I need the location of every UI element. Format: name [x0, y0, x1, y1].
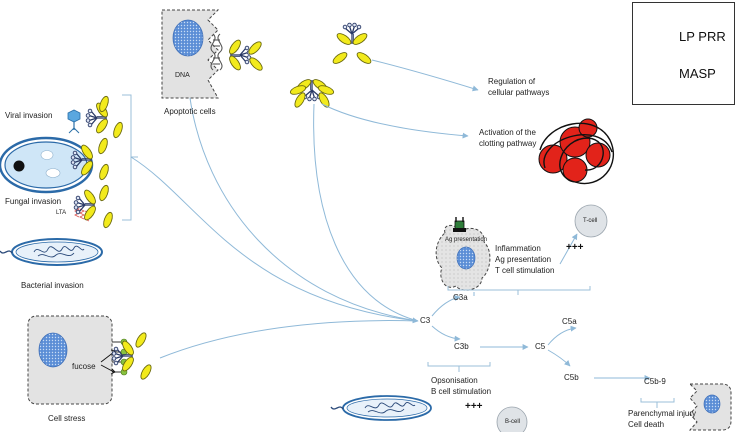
- c5-label: C5: [535, 342, 546, 351]
- c3b-bracket: [427, 362, 491, 372]
- inflammation-label-1: Inflammation: [495, 244, 541, 253]
- pathogen-bracket: [122, 94, 138, 221]
- stressed-cell: [27, 315, 113, 405]
- c3a-label: C3a: [453, 293, 468, 302]
- lp-complex-top: [335, 23, 368, 46]
- c5a-label: C5a: [562, 317, 577, 326]
- t-cell: [574, 204, 608, 238]
- lp-complex-apoptotic: [227, 38, 250, 71]
- opsonisation-label-1: Opsonisation: [431, 376, 478, 385]
- antigen-presenting-cell: [435, 217, 491, 291]
- regulation-label-2: cellular pathways: [488, 88, 550, 97]
- lp-complex-stress: [112, 339, 135, 372]
- apoptotic-cells-label: Apoptotic cells: [164, 107, 216, 116]
- pathway-arrows: [130, 59, 651, 381]
- apoptotic-cell: [161, 9, 220, 99]
- bacterium-bottom-icon: [330, 395, 432, 421]
- inflammation-bracket: [447, 286, 591, 295]
- ag-presentation-cell-label: Ag presentation: [445, 237, 488, 243]
- injury-label-1: Parenchymal injury: [628, 409, 697, 418]
- dying-cell: [688, 383, 732, 431]
- t-cell-plus: +++: [566, 242, 584, 253]
- regulation-label-1: Regulation of: [488, 77, 536, 86]
- fucose-label: fucose: [72, 362, 96, 371]
- lta-label: LTA: [56, 210, 67, 216]
- fungal-invasion-label: Fungal invasion: [5, 197, 62, 206]
- t-cell-label: T-cell: [583, 218, 598, 224]
- viral-invasion-label: Viral invasion: [5, 111, 53, 120]
- masp-extra-bacterial: [97, 183, 115, 230]
- c3b-label: C3b: [454, 342, 469, 351]
- legend-prr-label: LP PRR: [679, 29, 726, 44]
- c3-label: C3: [420, 316, 431, 325]
- bacterial-invasion-label: Bacterial invasion: [21, 281, 84, 290]
- inflammation-label-2: Ag presentation: [495, 255, 552, 264]
- masp-extra-top: [330, 50, 374, 66]
- blood-clot-icon: [538, 118, 615, 185]
- masp-extra-viral: [97, 94, 125, 140]
- c5b9-label: C5b-9: [644, 377, 666, 386]
- dna-helix-icon: [210, 33, 223, 71]
- b-cell: [496, 406, 528, 432]
- dna-label: DNA: [175, 72, 190, 79]
- clotting-label-2: clotting pathway: [479, 139, 537, 148]
- injury-label-2: Cell death: [628, 420, 665, 429]
- b-cell-label: B-cell: [505, 419, 521, 425]
- virus-icon: [67, 109, 81, 134]
- opsonisation-label-2: B cell stimulation: [431, 387, 492, 396]
- clotting-label-1: Activation of the: [479, 128, 536, 137]
- legend-box: [632, 2, 735, 105]
- c5b9-bracket: [640, 398, 675, 408]
- cell-stress-label: Cell stress: [48, 414, 86, 423]
- legend-masp-label: MASP: [679, 66, 716, 81]
- masp-extra-fungal: [96, 136, 111, 182]
- masp-extra-stress: [133, 330, 154, 382]
- c5b-label: C5b: [564, 373, 579, 382]
- bacterium-icon: [0, 238, 103, 266]
- b-cell-plus: +++: [465, 401, 483, 412]
- inflammation-label-3: T cell stimulation: [495, 266, 555, 275]
